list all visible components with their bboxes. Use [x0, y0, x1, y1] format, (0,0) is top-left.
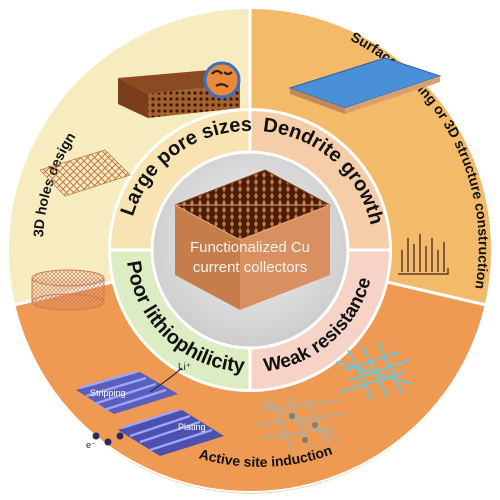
center-title-line2: current collectors	[193, 259, 307, 276]
copper-mesh-icon	[39, 149, 131, 197]
fiber-network-icon	[257, 341, 413, 451]
center-disk: Functionalized Cu current collectors	[150, 150, 350, 350]
center-title-line1: Functionalized Cu	[190, 239, 310, 256]
honeycomb-foam-icon	[173, 169, 332, 310]
pillar-array-icon	[398, 234, 449, 275]
coated-plate-icon	[288, 57, 442, 114]
electron-label: e⁻	[86, 440, 96, 450]
li-ion-label: Li⁺	[178, 362, 191, 373]
plating-label: Plating	[178, 422, 206, 432]
mesh-disc-icon	[31, 269, 105, 311]
porous-block-icon	[118, 61, 241, 118]
stripping-label: Stripping	[90, 388, 126, 398]
lithium-layer-icon: Stripping Plating Li⁺ e⁻	[76, 362, 224, 456]
